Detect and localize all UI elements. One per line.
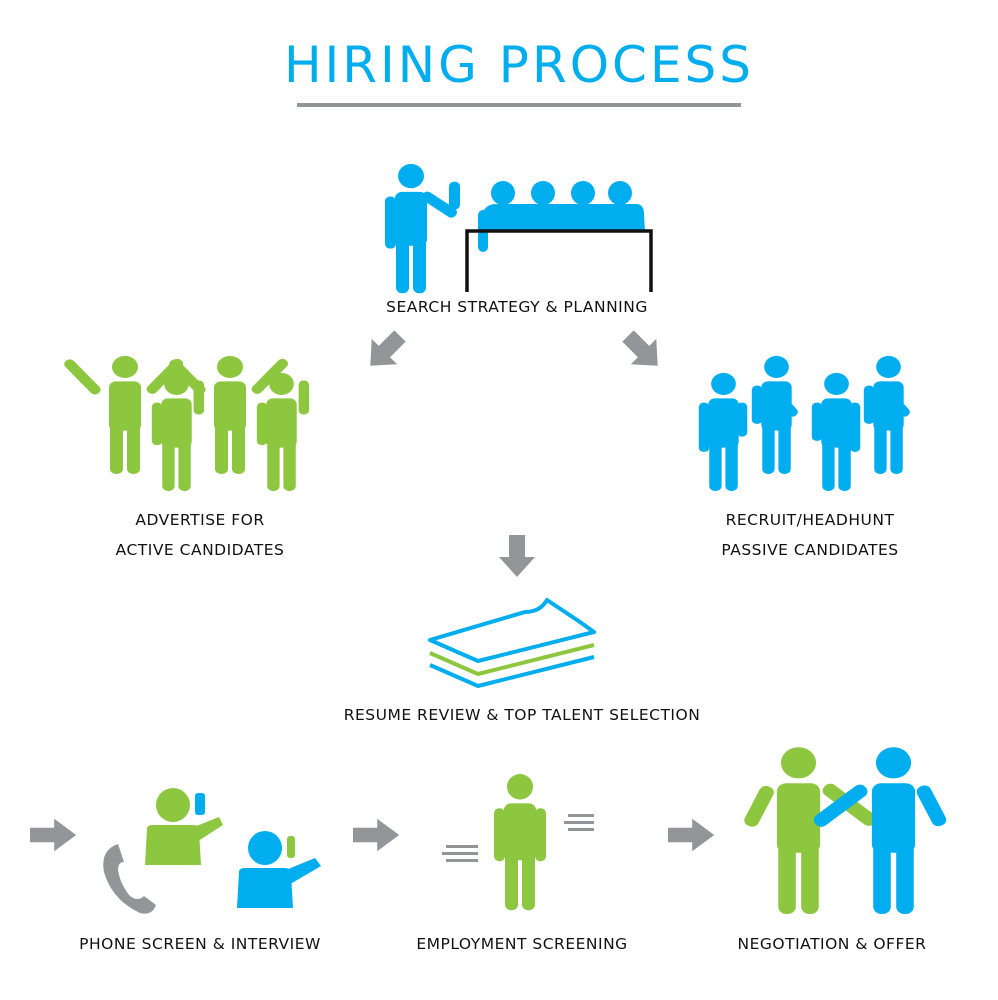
step-recruit-label-1: RECRUIT/HEADHUNT	[725, 511, 895, 529]
presenter-icon	[385, 163, 460, 294]
step-advertise-label-2: ACTIVE CANDIDATES	[115, 541, 285, 559]
handshake-icon	[744, 747, 947, 914]
step-offer-label: NEGOTIATION & OFFER	[737, 935, 927, 953]
audience-icon	[478, 181, 645, 252]
diagram-title: HIRING PROCESS	[283, 36, 755, 94]
step-screening-label: EMPLOYMENT SCREENING	[416, 935, 628, 953]
crowd-icon	[698, 355, 910, 491]
text-lines-icon	[442, 814, 594, 862]
step-search-label: SEARCH STRATEGY & PLANNING	[386, 298, 648, 316]
table-icon	[465, 229, 653, 292]
phone-icon	[103, 844, 156, 914]
person-on-phone-icon	[145, 788, 321, 908]
screened-person-icon	[494, 773, 546, 911]
step-phone-label: PHONE SCREEN & INTERVIEW	[79, 935, 321, 953]
step-advertise-label-1: ADVERTISE FOR	[135, 511, 265, 529]
step-recruit-label-2: PASSIVE CANDIDATES	[721, 541, 899, 559]
crowd-icon	[64, 355, 310, 491]
title-underline	[297, 103, 741, 107]
paper-stack-icon	[428, 598, 596, 688]
step-resume-label: RESUME REVIEW & TOP TALENT SELECTION	[343, 706, 701, 724]
